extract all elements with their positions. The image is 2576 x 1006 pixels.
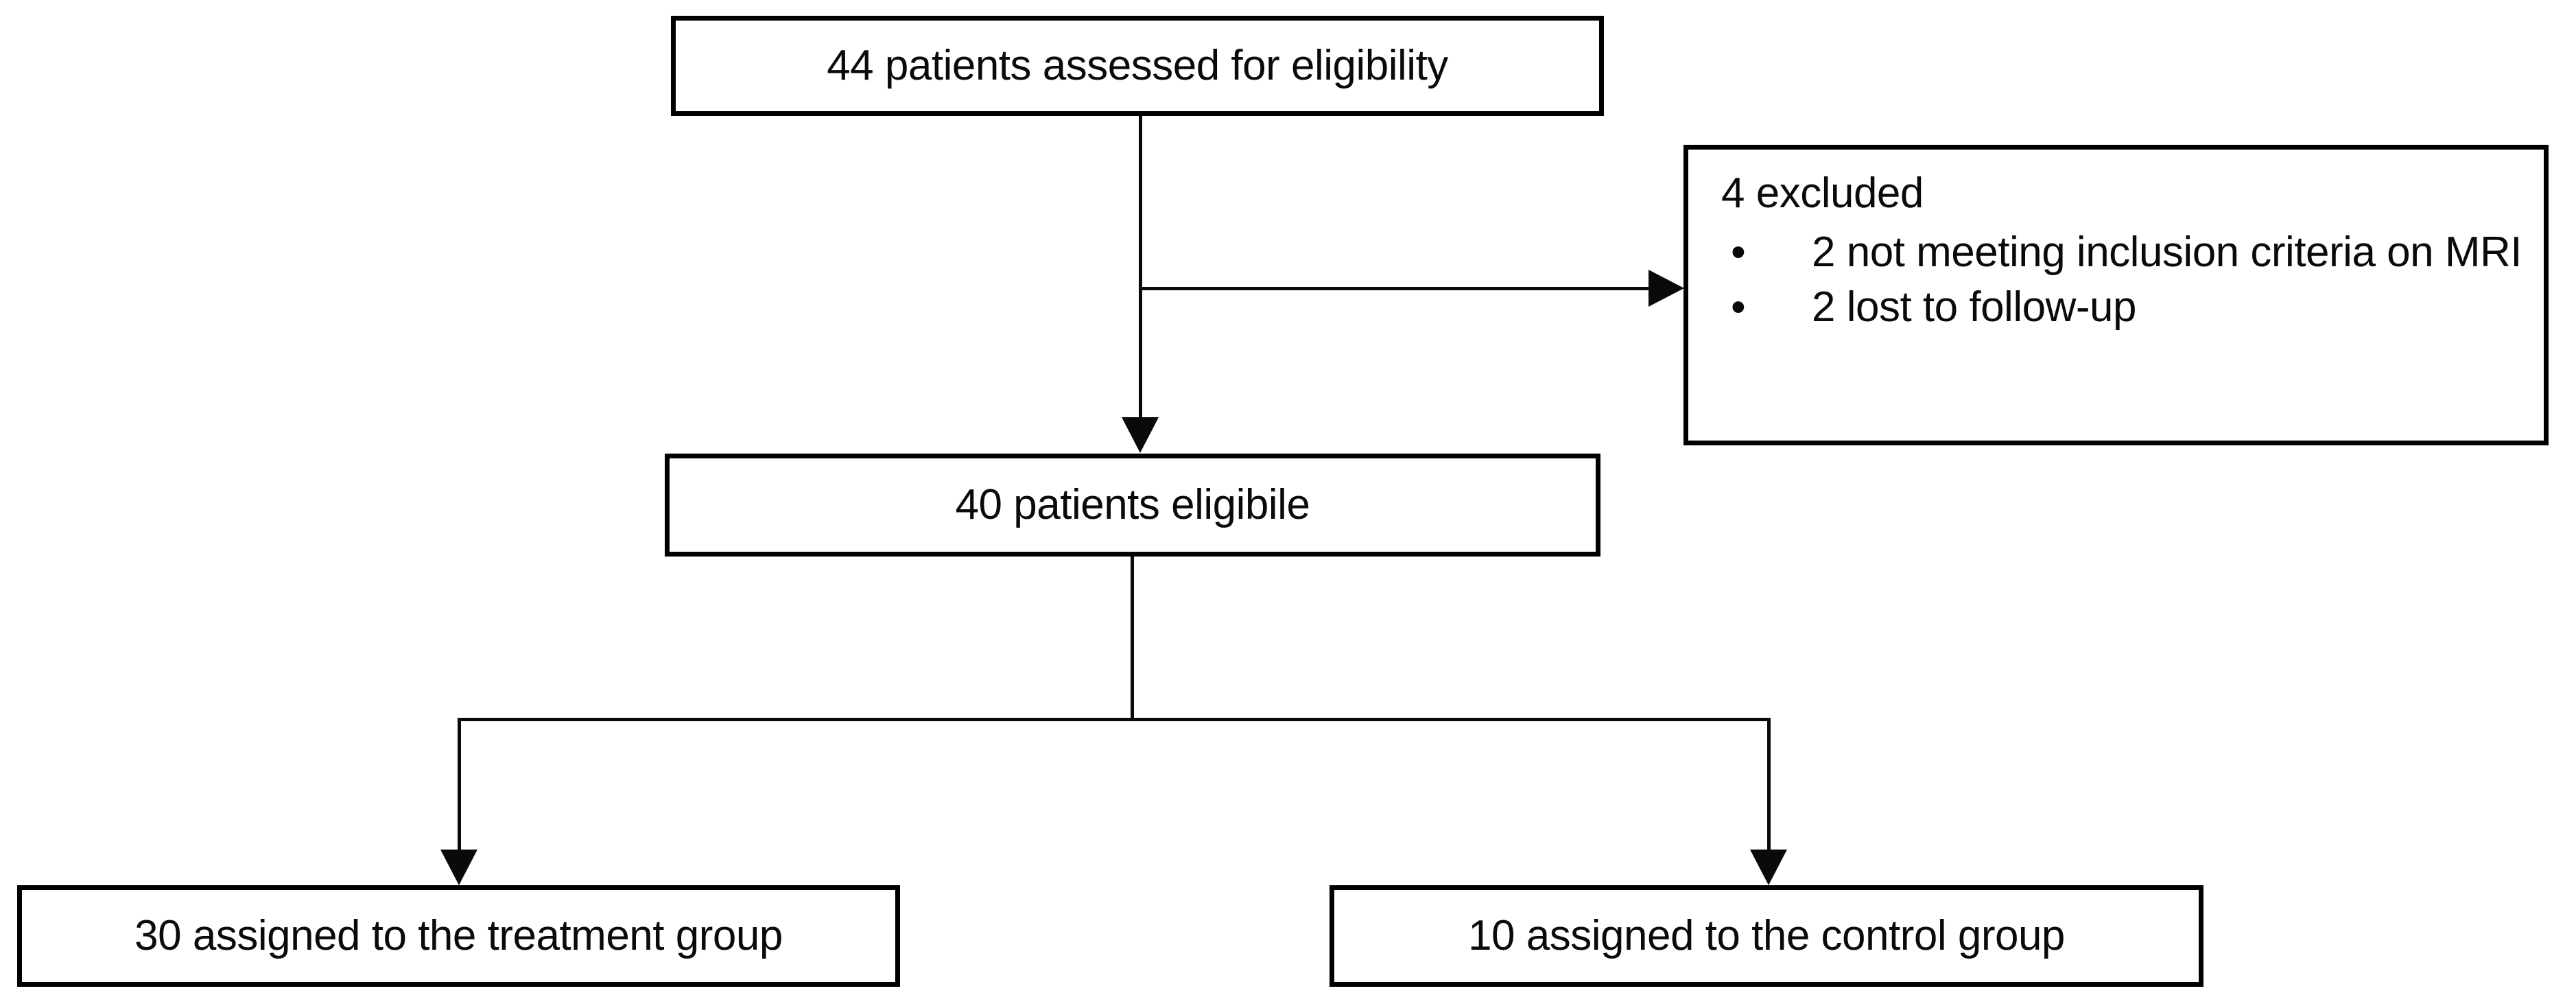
connector-to-control-line xyxy=(1767,718,1771,850)
node-control-label: 10 assigned to the control group xyxy=(1468,912,2065,960)
node-excluded: 4 excluded • 2 not meeting inclusion cri… xyxy=(1683,145,2549,445)
node-control-group: 10 assigned to the control group xyxy=(1330,885,2203,987)
arrowhead-down-icon-treatment xyxy=(440,850,477,885)
node-eligible-patients: 40 patients eligibile xyxy=(665,454,1600,557)
excluded-reason-text: 2 not meeting inclusion criteria on MRI xyxy=(1812,229,2522,277)
node-treatment-label: 30 assigned to the treatment group xyxy=(134,912,783,960)
excluded-heading: 4 excluded xyxy=(1721,169,1924,217)
node-assessed-for-eligibility: 44 patients assessed for eligibility xyxy=(671,16,1604,116)
node-eligible-label: 40 patients eligibile xyxy=(955,481,1310,529)
node-assessed-label: 44 patients assessed for eligibility xyxy=(827,42,1448,90)
arrowhead-down-icon-control xyxy=(1750,850,1787,885)
excluded-reason-list: • 2 not meeting inclusion criteria on MR… xyxy=(1706,226,2526,333)
arrowhead-right-icon-excluded xyxy=(1649,270,1684,307)
connector-assessed-to-eligible-line xyxy=(1139,115,1142,417)
bullet-icon: • xyxy=(1731,283,1746,331)
list-item: • 2 lost to follow-up xyxy=(1706,281,2526,334)
connector-allocation-split-bar xyxy=(458,718,1771,721)
excluded-reason-text: 2 lost to follow-up xyxy=(1812,283,2136,331)
connector-eligible-stem-line xyxy=(1131,557,1134,721)
arrowhead-down-icon-eligible xyxy=(1122,417,1159,453)
connector-assessed-to-excluded-line xyxy=(1139,287,1649,290)
connector-to-treatment-line xyxy=(458,718,461,850)
list-item: • 2 not meeting inclusion criteria on MR… xyxy=(1706,226,2526,279)
bullet-icon: • xyxy=(1731,229,1746,277)
node-treatment-group: 30 assigned to the treatment group xyxy=(17,885,900,987)
